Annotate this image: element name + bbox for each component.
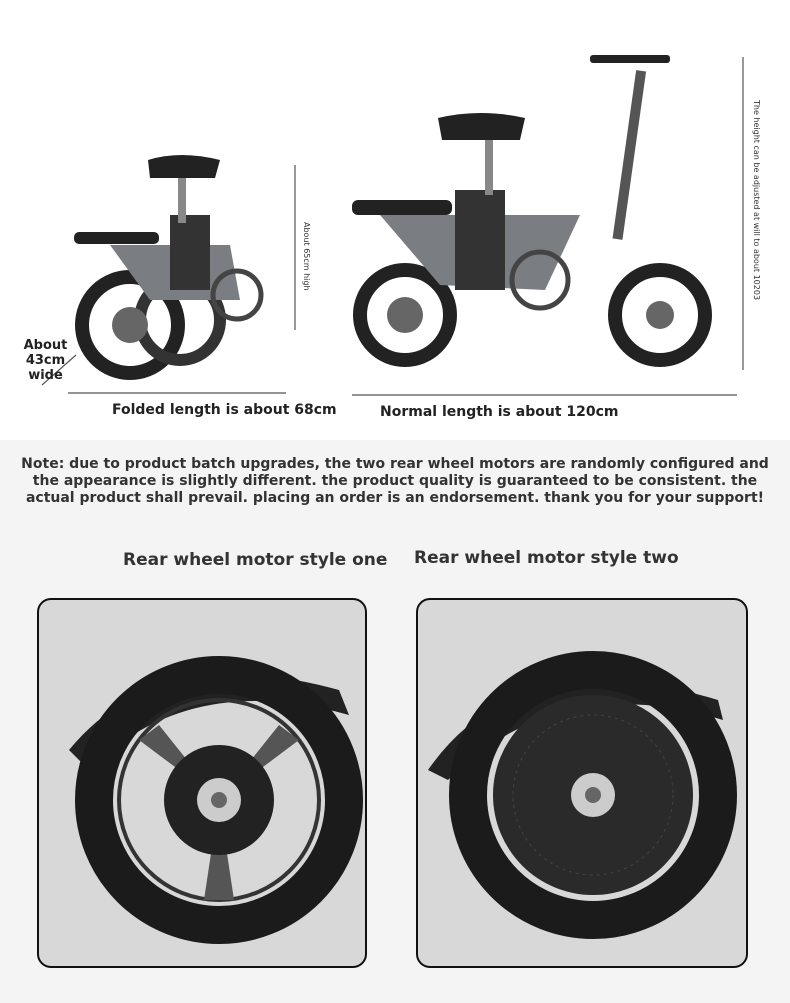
style-one-wheel-image — [37, 598, 367, 968]
folded-width-label: About 43cm wide — [23, 338, 68, 383]
folded-bike-image — [74, 155, 264, 380]
style-two-caption: Rear wheel motor style two — [414, 548, 679, 568]
configuration-note: Note: due to product batch upgrades, the… — [21, 456, 769, 506]
dimensions-section: About 65cm high About 43cm wide Folded l… — [0, 0, 790, 440]
style-two-wheel-image — [416, 598, 748, 968]
dimension-arrows — [41, 57, 744, 396]
folded-length-label: Folded length is about 68cm — [112, 402, 337, 418]
adjustable-height-label: The height can be adjusted at will to ab… — [752, 100, 761, 301]
style-one-caption: Rear wheel motor style one — [123, 550, 388, 570]
normal-length-label: Normal length is about 120cm — [380, 404, 619, 420]
folded-height-label: About 65cm high — [302, 222, 311, 291]
unfolded-bike-image — [352, 55, 712, 367]
bike-illustrations — [41, 55, 744, 396]
